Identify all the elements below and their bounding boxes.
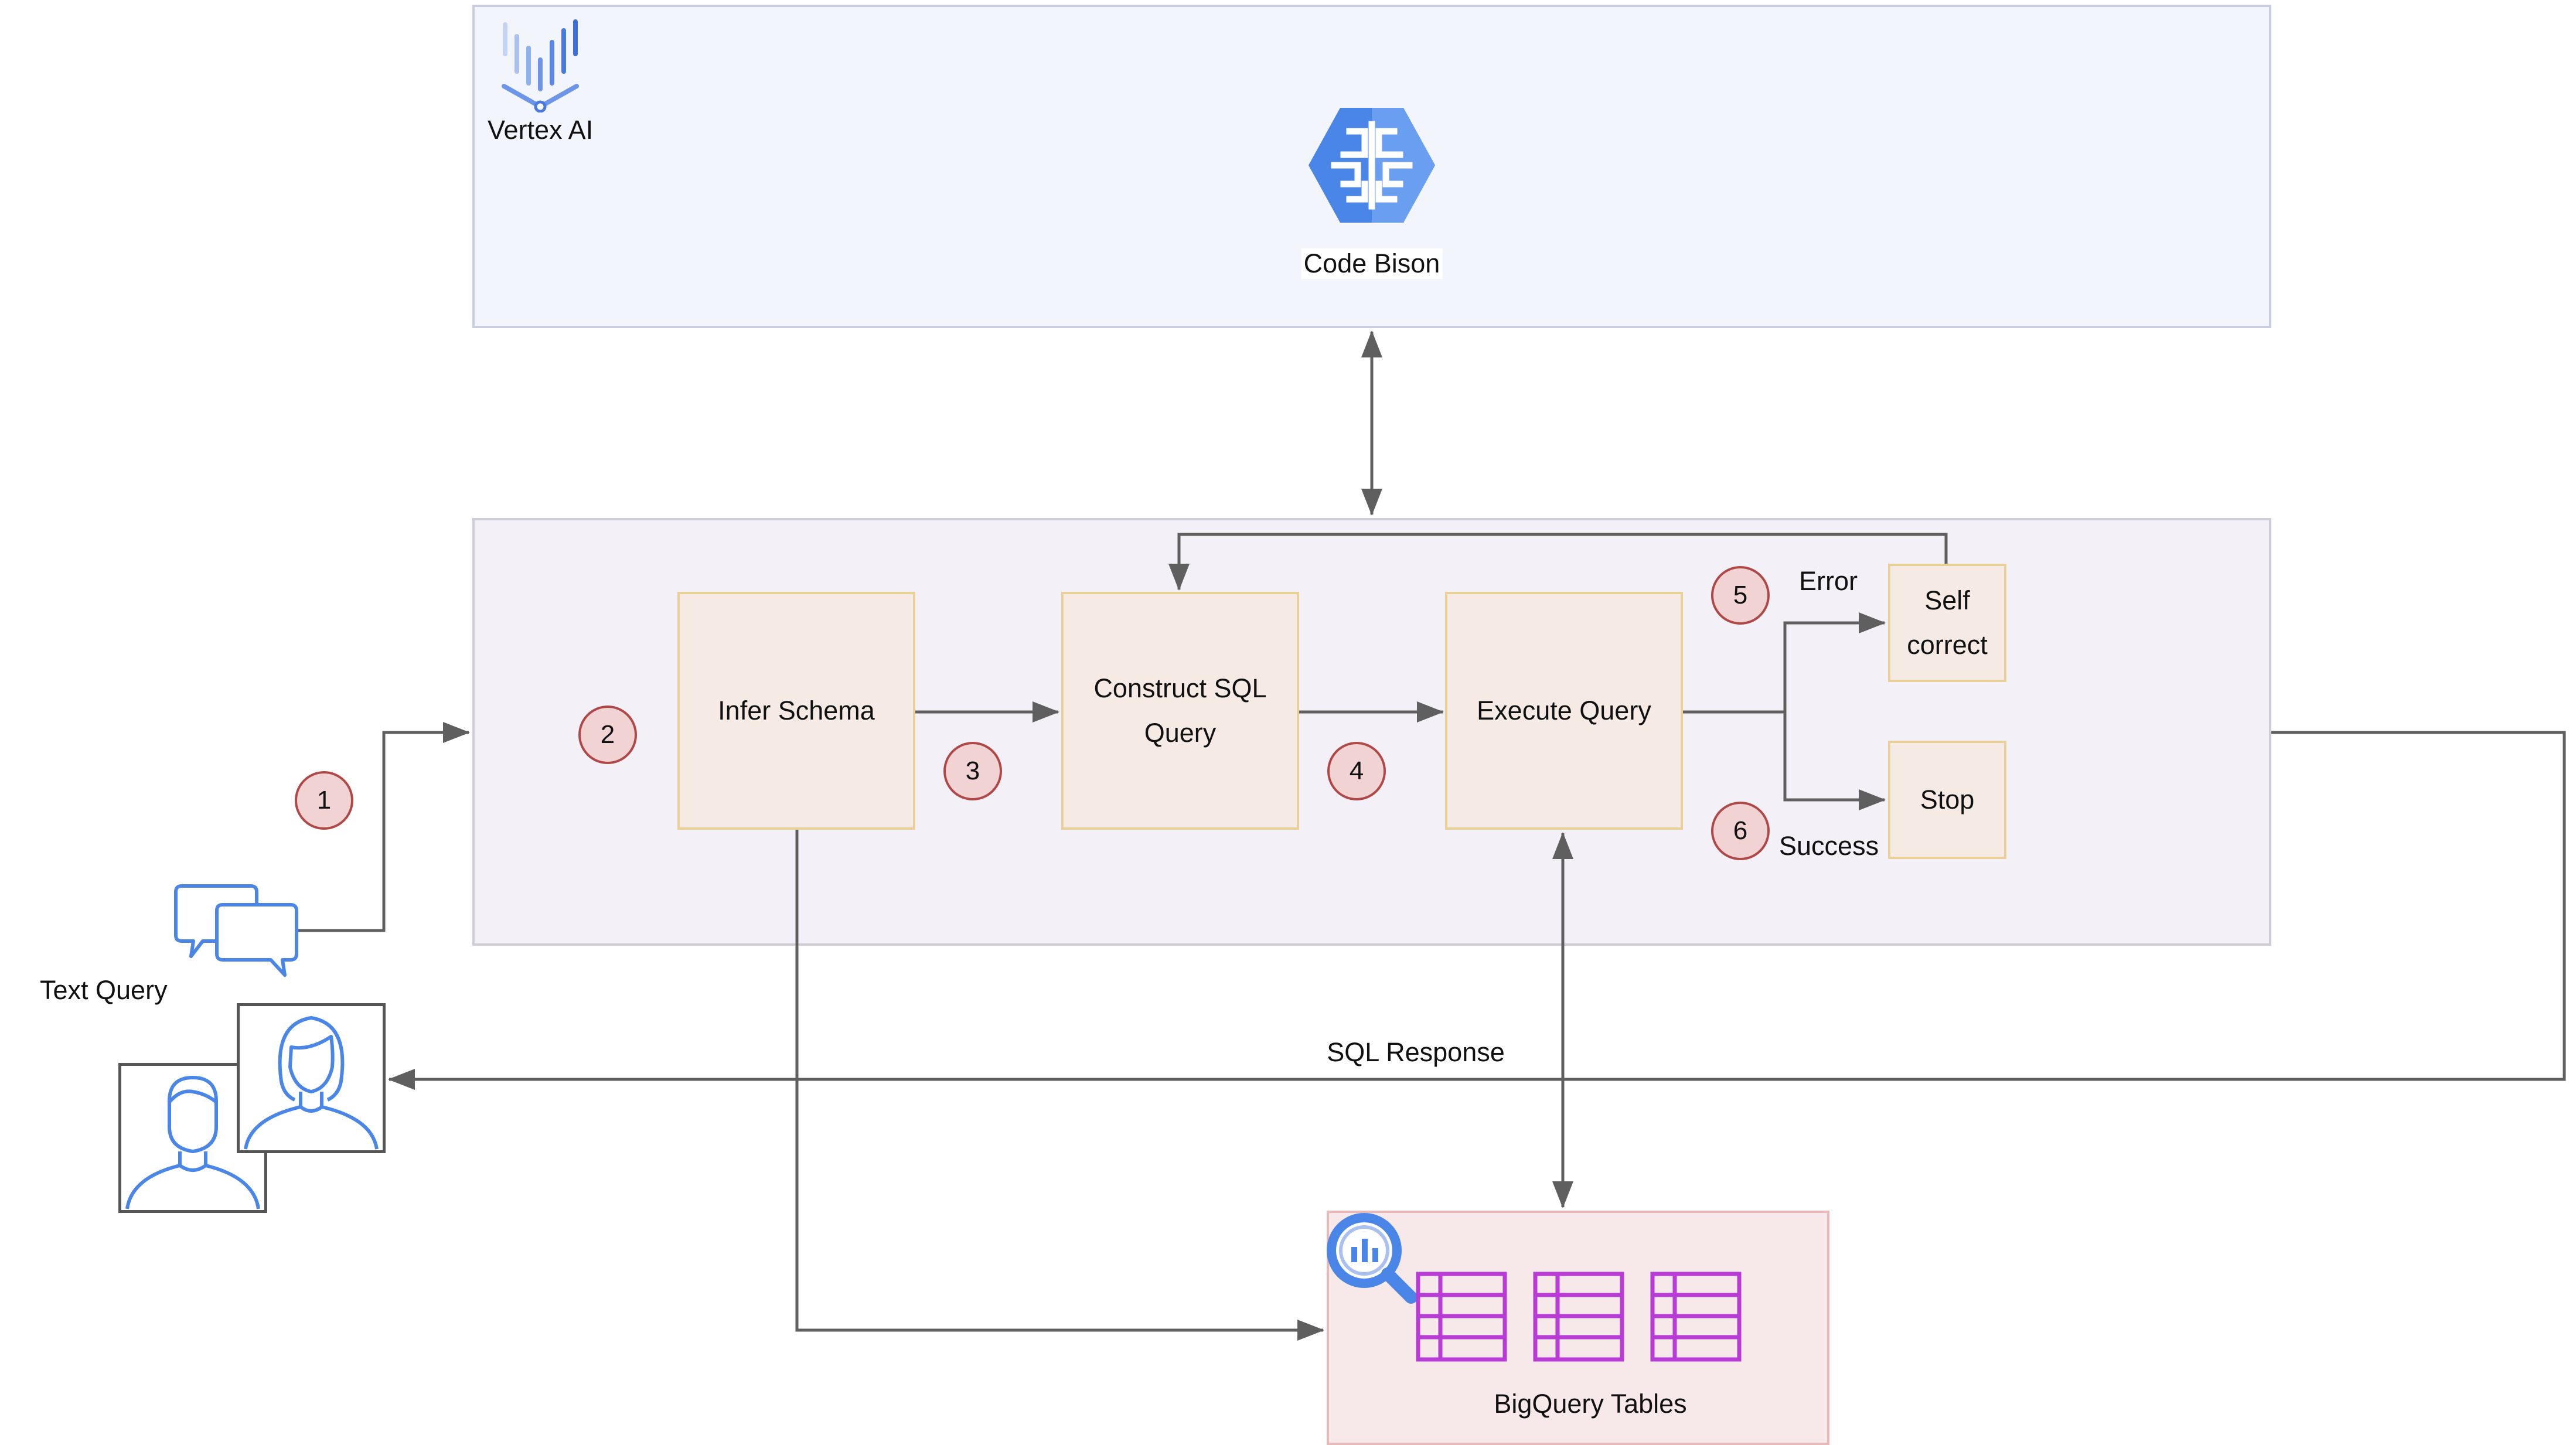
bigquery-tables-icon [1416,1272,1744,1362]
bigquery-logo-icon [1326,1212,1418,1306]
self-correct-loop-arrow [1168,533,1948,591]
step-badge-6: 6 [1711,802,1770,860]
vertex-ai-title: Vertex AI [488,115,594,145]
construct-sql-box: Construct SQL Query [1061,592,1299,830]
step-badge-4: 4 [1327,742,1386,800]
execute-to-self-correct-arrow [1682,612,1886,714]
stop-box: Stop [1888,741,2006,859]
text-query-label: Text Query [40,975,168,1005]
step-badge-1: 1 [295,771,353,830]
step-badge-5: 5 [1711,566,1770,625]
brain-icon [1309,108,1435,223]
sql-response-label: SQL Response [1327,1037,1505,1067]
code-bison-label: Code Bison [1301,248,1443,279]
execute-query-box: Execute Query [1445,592,1683,830]
infer-to-bigquery-arrow [795,830,1324,1341]
text-query-arrow [296,722,470,932]
chat-bubbles-icon [173,881,300,981]
self-correct-box: Self correct [1888,564,2006,682]
vertex-ai-logo-icon [499,19,581,113]
bigquery-tables-label: BigQuery Tables [1494,1389,1687,1419]
sql-response-arrow [388,731,2566,1090]
infer-schema-box: Infer Schema [677,592,915,830]
error-label: Error [1799,566,1858,596]
success-label: Success [1779,831,1879,861]
step-badge-3: 3 [943,742,1002,800]
execute-to-stop-arrow [1783,712,1886,810]
step-badge-2: 2 [578,706,637,764]
female-user-avatar-icon [237,1003,386,1153]
